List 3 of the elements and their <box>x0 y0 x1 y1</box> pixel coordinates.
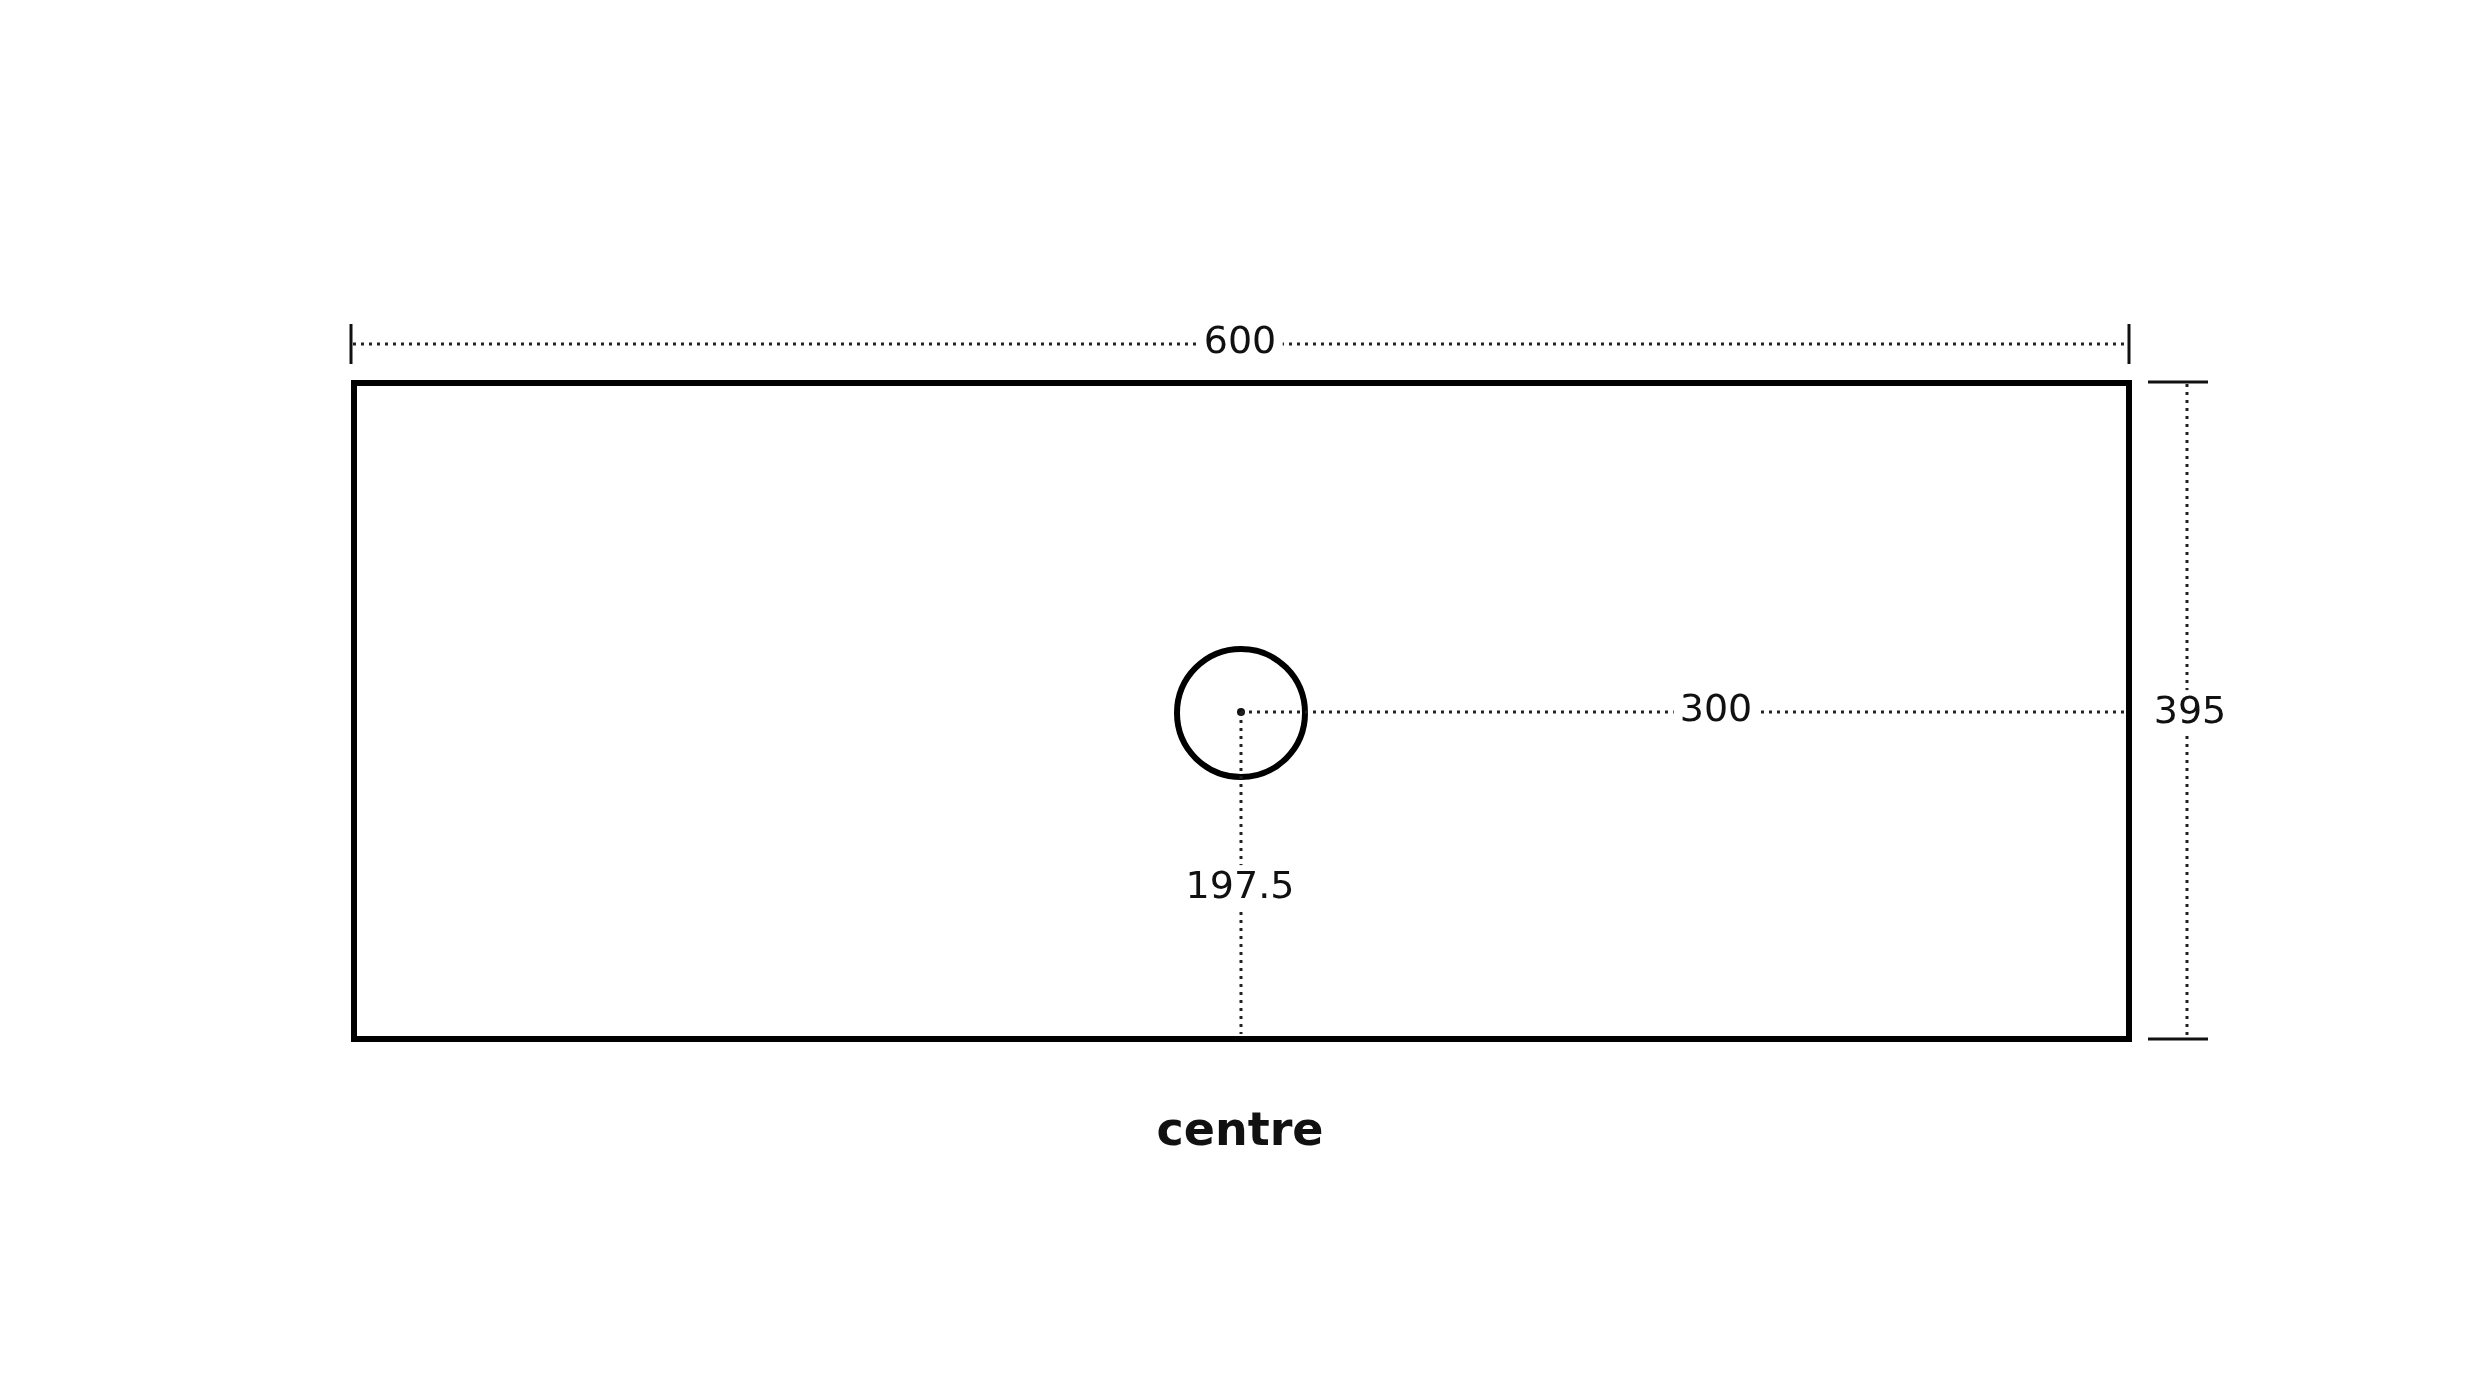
caption: centre <box>1156 1102 1324 1156</box>
worktop-outline <box>351 380 2132 1042</box>
hole-circle <box>1174 646 1308 780</box>
